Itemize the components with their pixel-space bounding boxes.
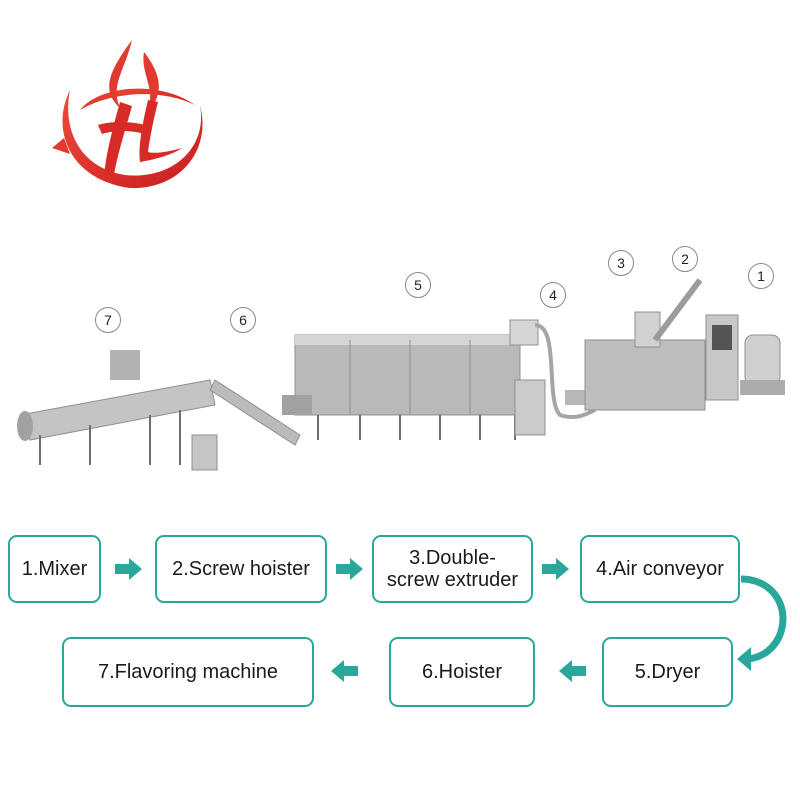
- marker-4: 4: [540, 282, 566, 308]
- marker-7: 7: [95, 307, 121, 333]
- flavoring-machine: [17, 350, 216, 465]
- marker-3: 3: [608, 250, 634, 276]
- dryer-machine: [282, 334, 521, 440]
- step-double-screw-extruder: 3.Double- screw extruder: [372, 535, 533, 603]
- step-dryer: 5.Dryer: [602, 637, 733, 707]
- arrow-right-icon: [336, 558, 363, 580]
- extruder-machine: [584, 278, 785, 411]
- company-logo: [52, 40, 203, 189]
- step-screw-hoister: 2.Screw hoister: [155, 535, 327, 603]
- arrow-left-icon: [331, 660, 358, 682]
- marker-5: 5: [405, 272, 431, 298]
- arrow-right-icon: [542, 558, 569, 580]
- curved-arrow-icon: [737, 575, 787, 671]
- marker-1: 1: [748, 263, 774, 289]
- step-air-conveyor: 4.Air conveyor: [580, 535, 740, 603]
- arrow-right-icon: [115, 558, 142, 580]
- marker-2: 2: [672, 246, 698, 272]
- marker-6: 6: [230, 307, 256, 333]
- step-mixer: 1.Mixer: [8, 535, 101, 603]
- step-hoister: 6.Hoister: [389, 637, 535, 707]
- step-flavoring-machine: 7.Flavoring machine: [62, 637, 314, 707]
- production-line-illustration: [17, 278, 785, 471]
- arrow-left-icon: [559, 660, 586, 682]
- hoister-machine: [191, 379, 301, 471]
